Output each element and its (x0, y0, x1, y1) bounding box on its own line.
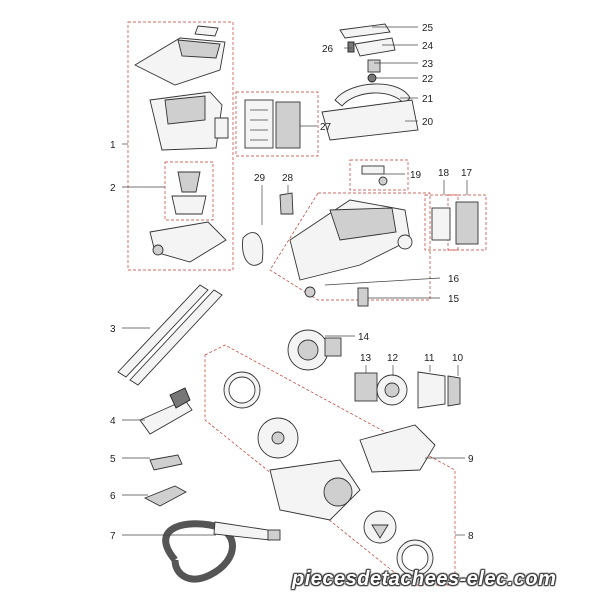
filter-13 (354, 372, 378, 402)
label-part-7: 7 (110, 531, 116, 542)
group-box-dust-container (127, 21, 234, 271)
label-part-18: 18 (438, 168, 450, 179)
extension-tubes (117, 284, 223, 386)
hepa-filter (244, 99, 301, 149)
label-part-23: 23 (422, 59, 434, 70)
label-part-2: 2 (110, 183, 116, 194)
label-part-5: 5 (110, 454, 116, 465)
cyclone-filter (164, 161, 214, 221)
label-part-19: 19 (410, 170, 422, 181)
crevice-tool (149, 454, 183, 471)
group-box-17 (447, 194, 487, 251)
label-part-6: 6 (110, 491, 116, 502)
floor-nozzle (139, 387, 193, 435)
label-part-15: 15 (448, 294, 460, 305)
wheel-cover-29 (242, 232, 264, 266)
dust-container-bin (149, 91, 229, 151)
bracket-10 (447, 375, 461, 407)
label-part-16: 16 (448, 274, 460, 285)
container-base (149, 221, 227, 263)
label-part-3: 3 (110, 324, 116, 335)
label-part-4: 4 (110, 416, 116, 427)
label-part-17: 17 (461, 168, 473, 179)
label-part-1: 1 (110, 140, 116, 151)
label-part-20: 20 (422, 117, 434, 128)
label-part-10: 10 (452, 353, 464, 364)
cover-assembly (321, 23, 419, 141)
latch-19 (361, 165, 388, 186)
label-part-29: 29 (254, 173, 266, 184)
label-part-14: 14 (358, 332, 370, 343)
upholstery-brush (143, 485, 187, 507)
motor-14 (287, 329, 342, 371)
label-part-25: 25 (422, 23, 434, 34)
label-part-22: 22 (422, 74, 434, 85)
filter-18 (431, 207, 451, 241)
dust-container-lid (134, 25, 226, 86)
leader-lines (122, 26, 468, 536)
main-body (289, 199, 413, 307)
group-box-filter (235, 91, 319, 157)
hose-assembly (162, 520, 281, 583)
label-part-21: 21 (422, 94, 434, 105)
label-part-28: 28 (282, 173, 294, 184)
label-part-9: 9 (468, 454, 474, 465)
module-17 (455, 201, 479, 245)
part-28 (279, 192, 294, 215)
watermark: piecesdetachees-elec.com (292, 568, 557, 590)
label-part-24: 24 (422, 41, 434, 52)
label-part-13: 13 (360, 353, 372, 364)
label-part-11: 11 (424, 353, 435, 364)
label-part-8: 8 (468, 531, 474, 542)
motor-housing-11 (417, 371, 446, 409)
label-part-12: 12 (387, 353, 399, 364)
label-part-26: 26 (322, 44, 334, 55)
group-box-8 (204, 344, 456, 586)
group-box-19 (349, 159, 409, 191)
part-labels: 1 2 3 4 5 6 7 8 9 10 11 12 13 14 15 16 1… (110, 23, 474, 542)
group-box-body (269, 192, 431, 301)
label-part-27: 27 (320, 122, 332, 133)
tray-9 (359, 424, 436, 473)
